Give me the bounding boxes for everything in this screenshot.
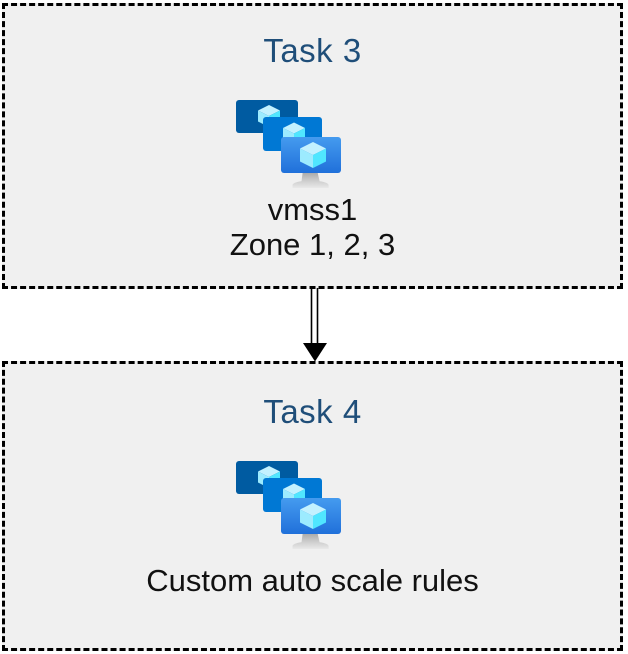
arrow-head xyxy=(303,343,327,362)
zones-label: Zone 1, 2, 3 xyxy=(229,227,396,262)
task3-box: Task 3 xyxy=(2,3,623,289)
task3-caption: vmss1 Zone 1, 2, 3 xyxy=(230,192,395,262)
flow-arrow xyxy=(303,288,327,362)
task3-title: Task 3 xyxy=(263,32,362,69)
task4-caption: Custom auto scale rules xyxy=(146,563,479,598)
monitor-front xyxy=(280,137,341,188)
task4-box: Task 4 xyxy=(2,361,623,651)
autoscale-label: Custom auto scale rules xyxy=(146,563,479,598)
vmss-name-label: vmss1 xyxy=(267,192,358,227)
vm-scale-set-icon xyxy=(235,100,341,188)
arrow-shaft xyxy=(310,288,319,345)
task4-title: Task 4 xyxy=(263,393,362,430)
monitor-front xyxy=(280,498,341,549)
vm-scale-set-icon xyxy=(235,461,341,549)
